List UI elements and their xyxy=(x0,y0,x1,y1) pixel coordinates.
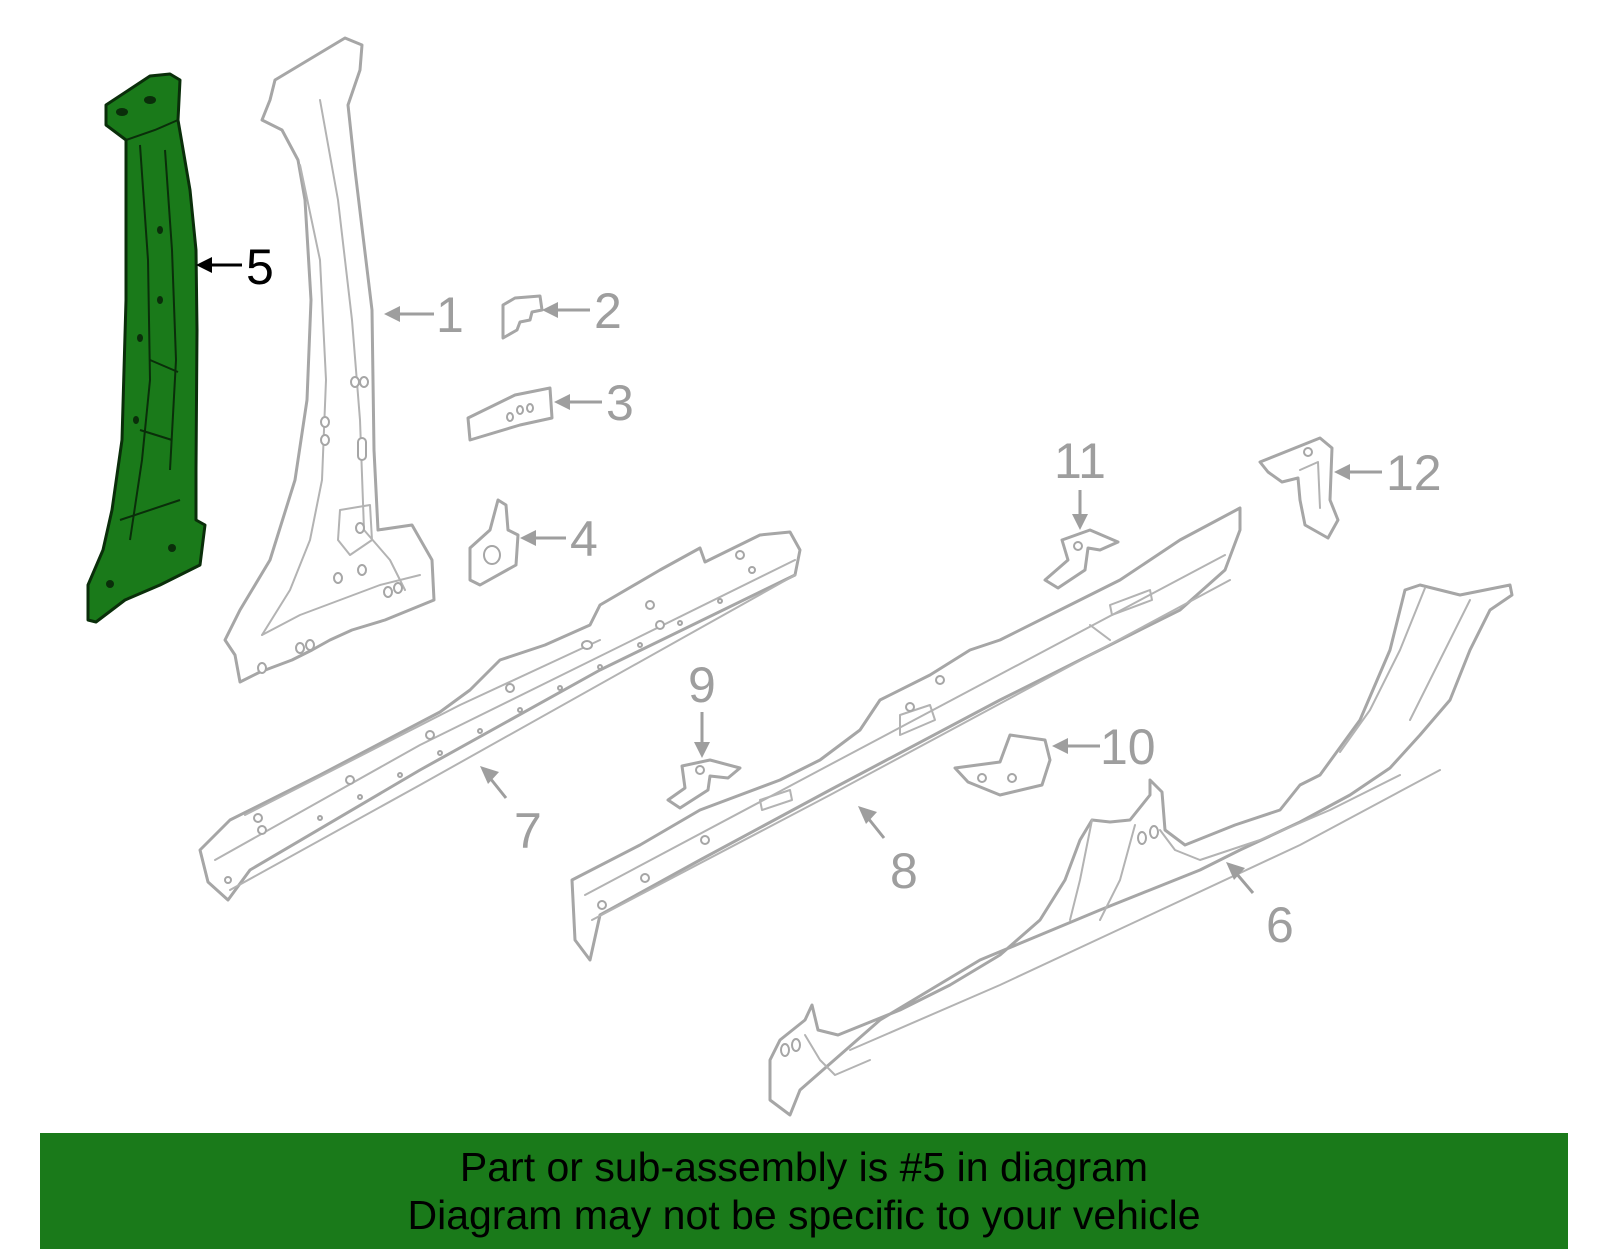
part-3-plate[interactable] xyxy=(466,386,554,442)
part-10-bracket[interactable] xyxy=(953,733,1052,797)
svg-text:3: 3 xyxy=(606,375,634,431)
callout-4: 4 xyxy=(520,511,598,567)
callout-5: 5 xyxy=(196,239,274,295)
svg-text:10: 10 xyxy=(1100,719,1156,775)
svg-text:7: 7 xyxy=(514,803,542,859)
part-2-clip[interactable] xyxy=(501,294,544,340)
svg-text:1: 1 xyxy=(436,287,464,343)
svg-text:5: 5 xyxy=(246,239,274,295)
info-banner: Part or sub-assembly is #5 in diagram Di… xyxy=(40,1133,1568,1249)
part-12-bracket[interactable] xyxy=(1258,436,1340,540)
part-4-bracket[interactable] xyxy=(468,498,520,587)
svg-text:2: 2 xyxy=(594,283,622,339)
callout-9: 9 xyxy=(688,657,716,758)
callout-1: 1 xyxy=(384,287,464,343)
svg-text:9: 9 xyxy=(688,657,716,713)
svg-text:11: 11 xyxy=(1054,433,1106,489)
callout-2: 2 xyxy=(542,283,622,339)
svg-text:8: 8 xyxy=(890,843,918,899)
callout-10: 10 xyxy=(1052,719,1156,775)
part-9-bracket[interactable] xyxy=(666,758,742,810)
callout-8: 8 xyxy=(858,806,918,899)
svg-text:12: 12 xyxy=(1386,445,1442,501)
part-5-inner-pillar[interactable] xyxy=(86,72,207,624)
svg-text:6: 6 xyxy=(1266,897,1294,953)
part-6-outer-rocker[interactable] xyxy=(768,583,1514,1117)
part-11-bracket[interactable] xyxy=(1043,528,1120,590)
callout-7: 7 xyxy=(480,766,542,859)
part-8-inner-rocker[interactable] xyxy=(570,506,1242,962)
banner-line-2: Diagram may not be specific to your vehi… xyxy=(407,1192,1201,1238)
callout-3: 3 xyxy=(554,375,634,431)
callout-6: 6 xyxy=(1226,862,1294,953)
callout-11: 11 xyxy=(1054,433,1106,530)
svg-text:4: 4 xyxy=(570,511,598,567)
part-7-inner-rocker[interactable] xyxy=(198,530,802,902)
part-1-b-pillar[interactable] xyxy=(223,36,436,684)
banner-line-1: Part or sub-assembly is #5 in diagram xyxy=(459,1144,1149,1190)
callout-12: 12 xyxy=(1334,445,1442,501)
